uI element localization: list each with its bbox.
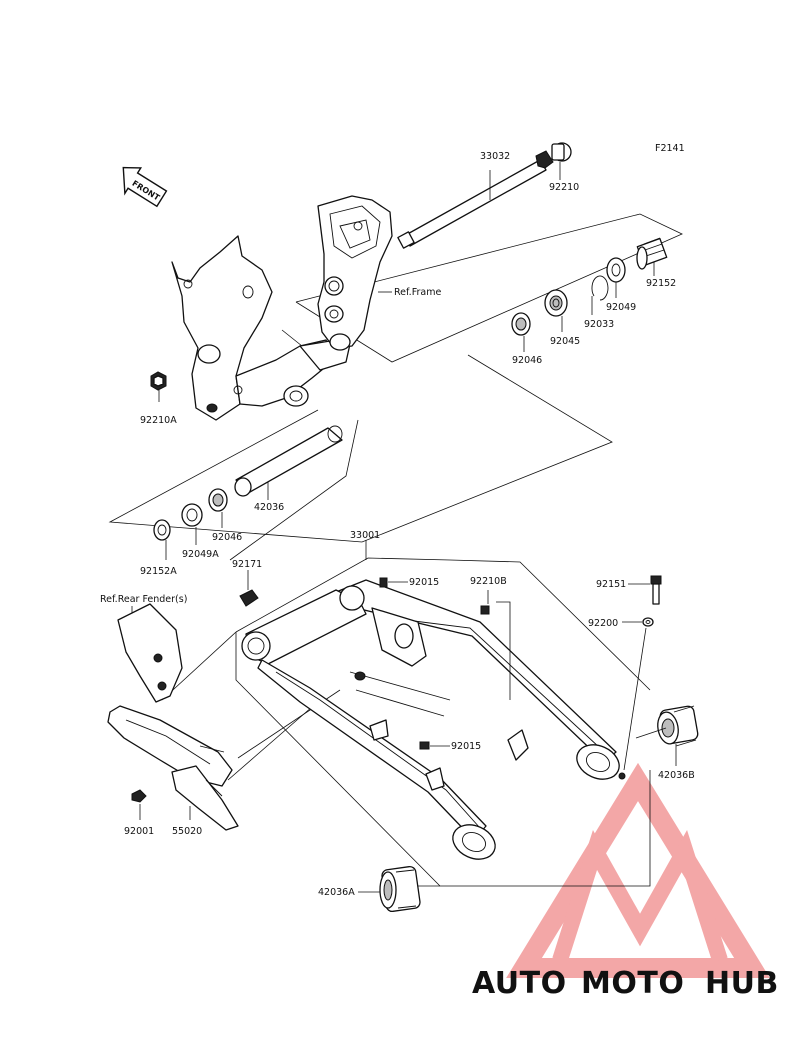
label-42036: 42036	[254, 502, 284, 513]
pivot-shaft-33032	[397, 150, 554, 249]
label-55020: 55020	[172, 826, 202, 837]
watermark-text: AUTO MOTO HUB	[472, 966, 779, 1001]
cap-92152A	[153, 519, 171, 541]
assembly-reference-lines	[108, 213, 683, 887]
watermark-auto: AUTO	[472, 966, 567, 1001]
cap-92152	[636, 237, 668, 270]
circlip-92033	[591, 275, 609, 301]
label-92152: 92152	[646, 278, 676, 289]
bearing-92046-upper	[511, 312, 531, 336]
rear-fender-part	[117, 603, 183, 703]
label-42036A: 42036A	[318, 887, 355, 898]
ref-frame-label: Ref.Frame	[394, 287, 441, 298]
bolt-92015-mid	[419, 741, 430, 750]
washer-92200	[642, 617, 654, 627]
label-92001: 92001	[124, 826, 154, 837]
label-92049A: 92049A	[182, 549, 219, 560]
seal-92049	[606, 257, 626, 283]
label-92015-top: 92015	[409, 577, 439, 588]
label-92049: 92049	[606, 302, 636, 313]
label-92046-upper: 92046	[512, 355, 542, 366]
label-92046-lower: 92046	[212, 532, 242, 543]
bushing-42036A	[379, 865, 421, 913]
label-92045: 92045	[550, 336, 580, 347]
seal-92049A	[181, 503, 203, 527]
bearing-92046-lower	[208, 488, 228, 512]
watermark-logo	[506, 762, 770, 978]
bolt-92001	[131, 789, 147, 803]
label-92033: 92033	[584, 319, 614, 330]
nut-92210B	[480, 605, 490, 615]
watermark-hub: HUB	[705, 966, 779, 1001]
label-33001: 33001	[350, 530, 380, 541]
bolt-92015-top	[379, 577, 388, 588]
label-42036B: 42036B	[658, 770, 695, 781]
label-33032: 33032	[480, 151, 510, 162]
sleeve-42036	[234, 425, 343, 497]
figure-code: F2141	[655, 143, 685, 154]
label-92151: 92151	[596, 579, 626, 590]
clip-92171	[239, 589, 259, 607]
nut-92210A	[150, 371, 167, 391]
frame-right-plate	[317, 195, 393, 351]
label-92152A: 92152A	[140, 566, 177, 577]
nut-92210	[551, 142, 572, 162]
watermark-moto: MOTO	[581, 966, 684, 1001]
label-92210A: 92210A	[140, 415, 177, 426]
label-92015-mid: 92015	[451, 741, 481, 752]
label-92210: 92210	[549, 182, 579, 193]
label-92171: 92171	[232, 559, 262, 570]
bearing-92045	[544, 289, 568, 317]
bushing-42036B	[657, 705, 699, 747]
front-arrow-icon: FRONT	[122, 166, 168, 208]
chain-guard-55020	[107, 705, 239, 831]
swingarm-33001	[241, 579, 626, 860]
ref-rear-fender-label: Ref.Rear Fender(s)	[100, 594, 187, 605]
label-92210B: 92210B	[470, 576, 507, 587]
bolt-92151	[650, 575, 662, 605]
label-92200: 92200	[588, 618, 618, 629]
